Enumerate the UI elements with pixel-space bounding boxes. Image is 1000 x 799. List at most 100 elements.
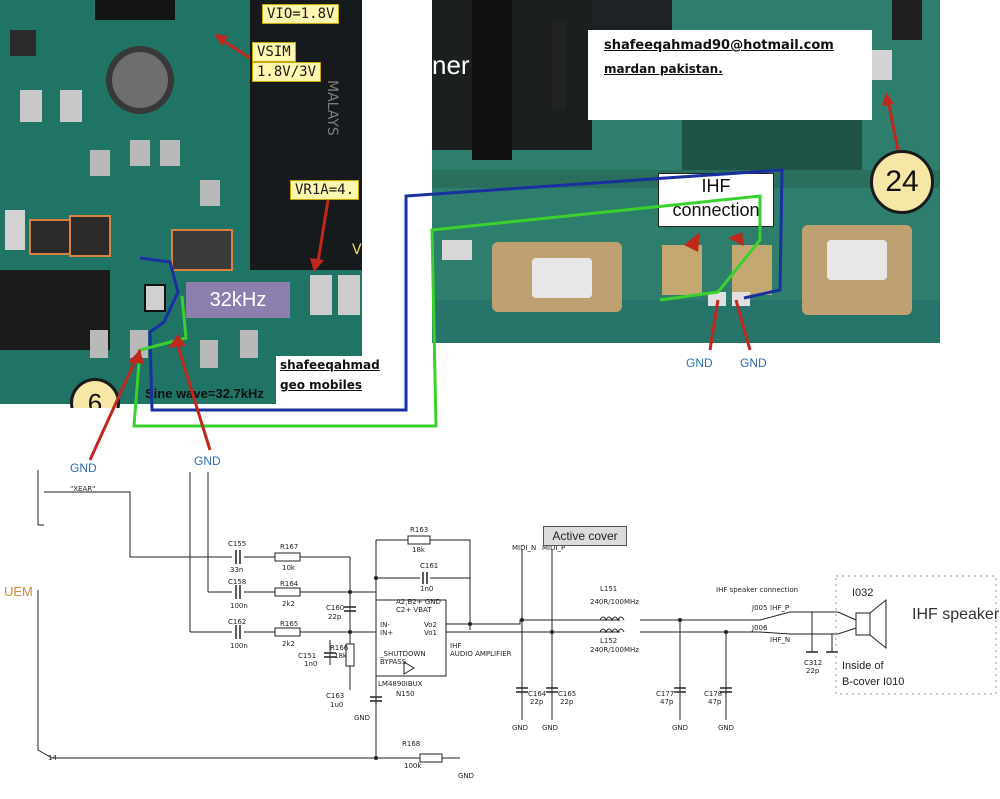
j006-label: J006: [752, 624, 768, 632]
sine-wave-label: Sine wave=32.7kHz: [145, 386, 264, 401]
v-cut-label: V: [352, 242, 362, 258]
c160-ref: C160: [326, 604, 345, 612]
c162-ref: C162: [228, 618, 247, 626]
c161-value: 1n0: [420, 585, 434, 593]
r164-ref: R164: [280, 580, 299, 588]
ihf-speaker-label: IHF speaker: [912, 606, 1000, 623]
amp-in-plus: IN+: [380, 629, 394, 637]
active-cover-label: Active cover: [543, 526, 627, 546]
c165-value: 22p: [560, 698, 574, 706]
amp-vo2: Vo2: [424, 621, 437, 629]
r165-ref: R165: [280, 620, 299, 628]
gnd-c163: GND: [354, 714, 371, 722]
partial-text: ner: [432, 50, 470, 80]
midi-n-label: MIDI_N: [512, 544, 537, 552]
r163-ref: R163: [410, 526, 429, 534]
amp-desc: AUDIO AMPLIFIER: [450, 650, 512, 658]
amp-c2: C2+ VBAT: [396, 606, 432, 614]
c165-ref: C165: [558, 690, 577, 698]
email-text: shafeeqahmad90@hotmail.com: [604, 38, 834, 53]
amp-in-minus: IN-: [380, 621, 390, 629]
gnd-c165: GND: [542, 724, 559, 732]
r168-ref: R168: [402, 740, 421, 748]
pcb-photo-left: VIO=1.8V VSIM 1.8V/3V VR1A=4. MALAYS V 3…: [0, 0, 362, 404]
r165-value: 2k2: [282, 640, 295, 648]
gnd-label-4: GND: [740, 356, 767, 370]
audio-schematic: [37, 470, 997, 763]
amp-shutdown: _SHUTDOWN: [380, 650, 426, 658]
ihf-label-line2: connection: [672, 200, 760, 220]
i032-label: I032: [852, 587, 874, 599]
vio-label: VIO=1.8V: [262, 4, 340, 24]
r164-value: 2k2: [282, 600, 295, 608]
r163-value: 18k: [412, 546, 425, 554]
b-cover-label: B-cover I010: [842, 676, 905, 688]
c162-value: 100n: [230, 642, 248, 650]
l152-value: 240R/100MHz: [590, 646, 639, 654]
frequency-label: 32kHz: [186, 282, 290, 318]
test-point-badge-24: 24: [870, 150, 934, 214]
c177-ref: C177: [656, 690, 675, 698]
gnd-label-3: GND: [686, 356, 713, 370]
test-point-badge-6: 6: [70, 378, 120, 408]
vr1a-label: VR1A=4.: [290, 180, 360, 200]
amp-ref: N150: [396, 690, 415, 698]
c155-ref: C155: [228, 540, 247, 548]
c312-value: 22p: [806, 667, 820, 675]
r166-value: 18k: [334, 652, 347, 660]
ihf-p-label: IHF_P: [770, 604, 790, 612]
gnd-c178: GND: [718, 724, 735, 732]
c163-value: 1u0: [330, 701, 344, 709]
c164-ref: C164: [528, 690, 547, 698]
c158-ref: C158: [228, 578, 247, 586]
inside-of-label: Inside of: [842, 660, 884, 672]
c164-value: 22p: [530, 698, 544, 706]
c312-ref: C312: [804, 659, 823, 667]
amp-vo1: Vo1: [424, 629, 437, 637]
gnd-c164: GND: [512, 724, 529, 732]
c178-ref: C178: [704, 690, 723, 698]
c158-value: 100n: [230, 602, 248, 610]
l151-ref: L151: [600, 585, 618, 593]
gnd-label-2: GND: [194, 454, 221, 468]
amp-pins-top: A2,B2+ GND: [396, 598, 441, 606]
midi-p-label: MIDI_P: [542, 544, 566, 552]
ihf-speaker-connection: IHF speaker connection: [716, 586, 799, 594]
gnd-r168: GND: [458, 772, 475, 780]
gnd-label-1: GND: [70, 461, 97, 475]
pin-14: 14: [48, 754, 57, 762]
c155-value: 33n: [230, 566, 244, 574]
l152-ref: L152: [600, 637, 618, 645]
amp-part: LM4890IBUX: [378, 680, 423, 688]
r167-value: 10k: [282, 564, 295, 572]
c161-ref: C161: [420, 562, 439, 570]
location-text: mardan pakistan.: [604, 62, 723, 76]
ihf-n-label: IHF_N: [770, 636, 791, 644]
j005-label: J005: [752, 604, 768, 612]
l151-value: 240R/100MHz: [590, 598, 639, 606]
credits-box: shafeeqahmad90@hotmail.com mardan pakist…: [588, 30, 872, 120]
xear-label: "XEAR": [70, 485, 96, 493]
amp-bypass: BYPASS: [380, 658, 407, 666]
signature-name: shafeeqahmad: [280, 358, 380, 372]
signature-box: shafeeqahmad geo mobiles: [276, 356, 380, 404]
pcb-left-artwork: [0, 0, 362, 404]
uem-label: UEM: [4, 584, 33, 599]
vsim-label-1: VSIM: [252, 42, 296, 62]
ihf-connection-label: IHF connection: [658, 173, 774, 227]
c151-value: 1n0: [304, 660, 318, 668]
vsim-label-2: 1.8V/3V: [252, 62, 322, 82]
r168-value: 100k: [404, 762, 422, 770]
signature-shop: geo mobiles: [280, 378, 362, 392]
amp-ihf: IHF: [450, 642, 462, 650]
c177-value: 47p: [660, 698, 674, 706]
ihf-label-line1: IHF: [701, 176, 731, 196]
r166-ref: R166: [330, 644, 349, 652]
c178-value: 47p: [708, 698, 722, 706]
chip-marking: MALAYS: [324, 80, 340, 136]
r167-ref: R167: [280, 543, 299, 551]
c160-value: 22p: [328, 613, 342, 621]
c163-ref: C163: [326, 692, 345, 700]
gnd-c177: GND: [672, 724, 689, 732]
c151-ref: C151: [298, 652, 317, 660]
